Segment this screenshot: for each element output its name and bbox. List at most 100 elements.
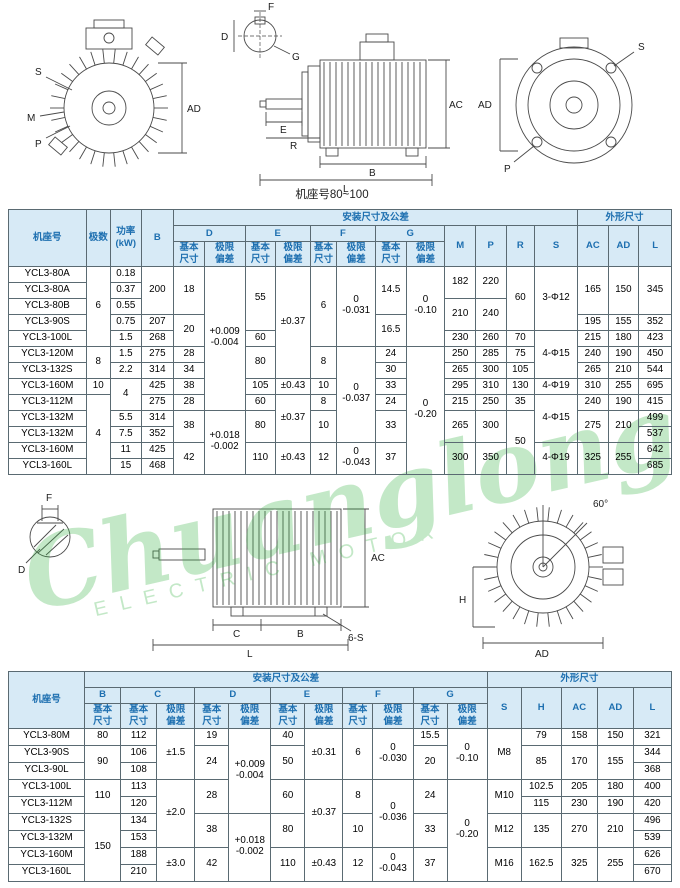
dim-label-ad: AD bbox=[535, 649, 549, 660]
data-cell: 499 bbox=[638, 409, 672, 427]
data-cell: +0.018 -0.002 bbox=[203, 409, 246, 475]
header-cell: 极限 偏差 bbox=[336, 241, 377, 267]
data-cell: 11 bbox=[109, 441, 142, 459]
data-cell: 642 bbox=[638, 441, 672, 459]
data-cell: 685 bbox=[638, 457, 672, 475]
data-cell: 4 bbox=[85, 393, 111, 475]
data-cell: 155 bbox=[607, 313, 640, 331]
header-cell: 基本 尺寸 bbox=[412, 702, 448, 729]
data-cell: 215 bbox=[577, 329, 609, 347]
dim-label-d: D bbox=[18, 565, 25, 576]
data-cell: 38 bbox=[173, 377, 205, 395]
data-cell: 265 bbox=[444, 409, 476, 443]
data-cell: 170 bbox=[560, 744, 598, 780]
dim-label-f: F bbox=[46, 493, 52, 504]
header-cell: E bbox=[270, 686, 344, 704]
data-cell: 425 bbox=[140, 441, 175, 459]
data-cell: M10 bbox=[486, 778, 522, 814]
data-cell: ±0.37 bbox=[275, 265, 311, 379]
motor-rear-outline bbox=[499, 37, 635, 164]
data-cell: 28 bbox=[173, 393, 205, 411]
header-cell: 基本 尺寸 bbox=[270, 702, 306, 729]
data-cell: YCL3-112M bbox=[7, 795, 86, 814]
data-cell: 105 bbox=[505, 361, 536, 379]
header-cell: F bbox=[309, 225, 377, 242]
data-cell: 90 bbox=[84, 744, 122, 780]
data-cell: 300 bbox=[474, 361, 507, 379]
data-cell: 265 bbox=[444, 361, 476, 379]
frame-size-caption: 机座号80~100 bbox=[295, 189, 369, 201]
table-header-row: 基本 尺寸极限 偏差基本 尺寸极限 偏差基本 尺寸极限 偏差基本 尺寸极限 偏差 bbox=[9, 241, 672, 267]
data-cell: 106 bbox=[120, 744, 158, 763]
data-cell: 0 -0.037 bbox=[336, 345, 377, 443]
data-cell: 195 bbox=[577, 313, 609, 331]
bottom-drawings: F D bbox=[0, 485, 680, 663]
data-cell: 188 bbox=[120, 846, 158, 865]
data-cell: YCL3-132M bbox=[8, 409, 87, 427]
data-cell: 0.75 bbox=[109, 313, 142, 331]
data-cell: YCL3-132S bbox=[8, 361, 87, 379]
header-cell: AC bbox=[560, 686, 598, 729]
data-cell: 12 bbox=[342, 846, 374, 882]
data-cell: 6 bbox=[309, 265, 338, 347]
data-cell: 5.5 bbox=[109, 409, 142, 427]
shaft-section-drawing: F D bbox=[18, 493, 71, 576]
data-cell: YCL3-112M bbox=[8, 393, 87, 411]
data-cell: 19 bbox=[194, 727, 230, 746]
data-cell: 153 bbox=[120, 829, 158, 848]
data-cell: 0 -0.043 bbox=[372, 846, 414, 882]
motor-rear-view-drawing: AD S P bbox=[478, 37, 645, 175]
header-cell: F bbox=[342, 686, 414, 704]
header-cell: 极限 偏差 bbox=[372, 702, 414, 729]
data-cell: YCL3-160M bbox=[8, 441, 87, 459]
data-cell: 255 bbox=[607, 377, 640, 395]
header-cell: R bbox=[505, 225, 536, 267]
data-cell: +0.009 -0.004 bbox=[228, 727, 272, 814]
data-cell: 115 bbox=[520, 795, 562, 814]
data-cell: 16.5 bbox=[375, 313, 407, 347]
data-cell: 4 bbox=[109, 377, 142, 411]
data-cell: 33 bbox=[375, 409, 407, 443]
header-cell: B bbox=[140, 209, 175, 267]
data-cell: M8 bbox=[486, 727, 522, 780]
dim-label-g: G bbox=[292, 52, 300, 63]
data-cell: 60 bbox=[270, 778, 306, 814]
body-fins bbox=[323, 62, 420, 146]
data-cell: 20 bbox=[173, 313, 205, 347]
data-cell: 230 bbox=[560, 795, 598, 814]
data-cell: 400 bbox=[632, 778, 673, 797]
dim-label-ac: AC bbox=[449, 100, 463, 111]
data-cell: YCL3-132S bbox=[7, 812, 86, 831]
data-cell: 14.5 bbox=[375, 265, 407, 315]
data-cell: 314 bbox=[140, 409, 175, 427]
header-cell: G bbox=[412, 686, 488, 704]
data-cell: 0 -0.10 bbox=[446, 727, 488, 780]
dim-label-p: P bbox=[504, 164, 511, 175]
data-cell: 60 bbox=[244, 329, 277, 347]
data-cell: 0 -0.043 bbox=[336, 441, 377, 475]
data-cell: 18 bbox=[173, 265, 205, 315]
data-cell: 55 bbox=[244, 265, 277, 331]
data-cell: 105 bbox=[244, 377, 277, 395]
data-cell: ±0.31 bbox=[304, 727, 344, 780]
data-cell: 240 bbox=[577, 345, 609, 363]
data-cell: 255 bbox=[596, 846, 634, 882]
dim-label-ad: AD bbox=[187, 104, 201, 115]
data-cell: 200 bbox=[140, 265, 175, 315]
data-cell: 7.5 bbox=[109, 425, 142, 443]
dim-label-h: H bbox=[459, 595, 466, 606]
data-cell: 285 bbox=[474, 345, 507, 363]
dim-label-s: S bbox=[638, 42, 645, 53]
data-cell: 135 bbox=[520, 812, 562, 848]
data-cell: YCL3-90L bbox=[7, 761, 86, 780]
dim-label-c: C bbox=[233, 629, 240, 640]
data-cell: 496 bbox=[632, 812, 673, 831]
data-cell: 24 bbox=[375, 345, 407, 363]
dim-label-l: L bbox=[343, 184, 349, 195]
data-cell: 210 bbox=[607, 361, 640, 379]
header-cell: B bbox=[84, 686, 122, 704]
